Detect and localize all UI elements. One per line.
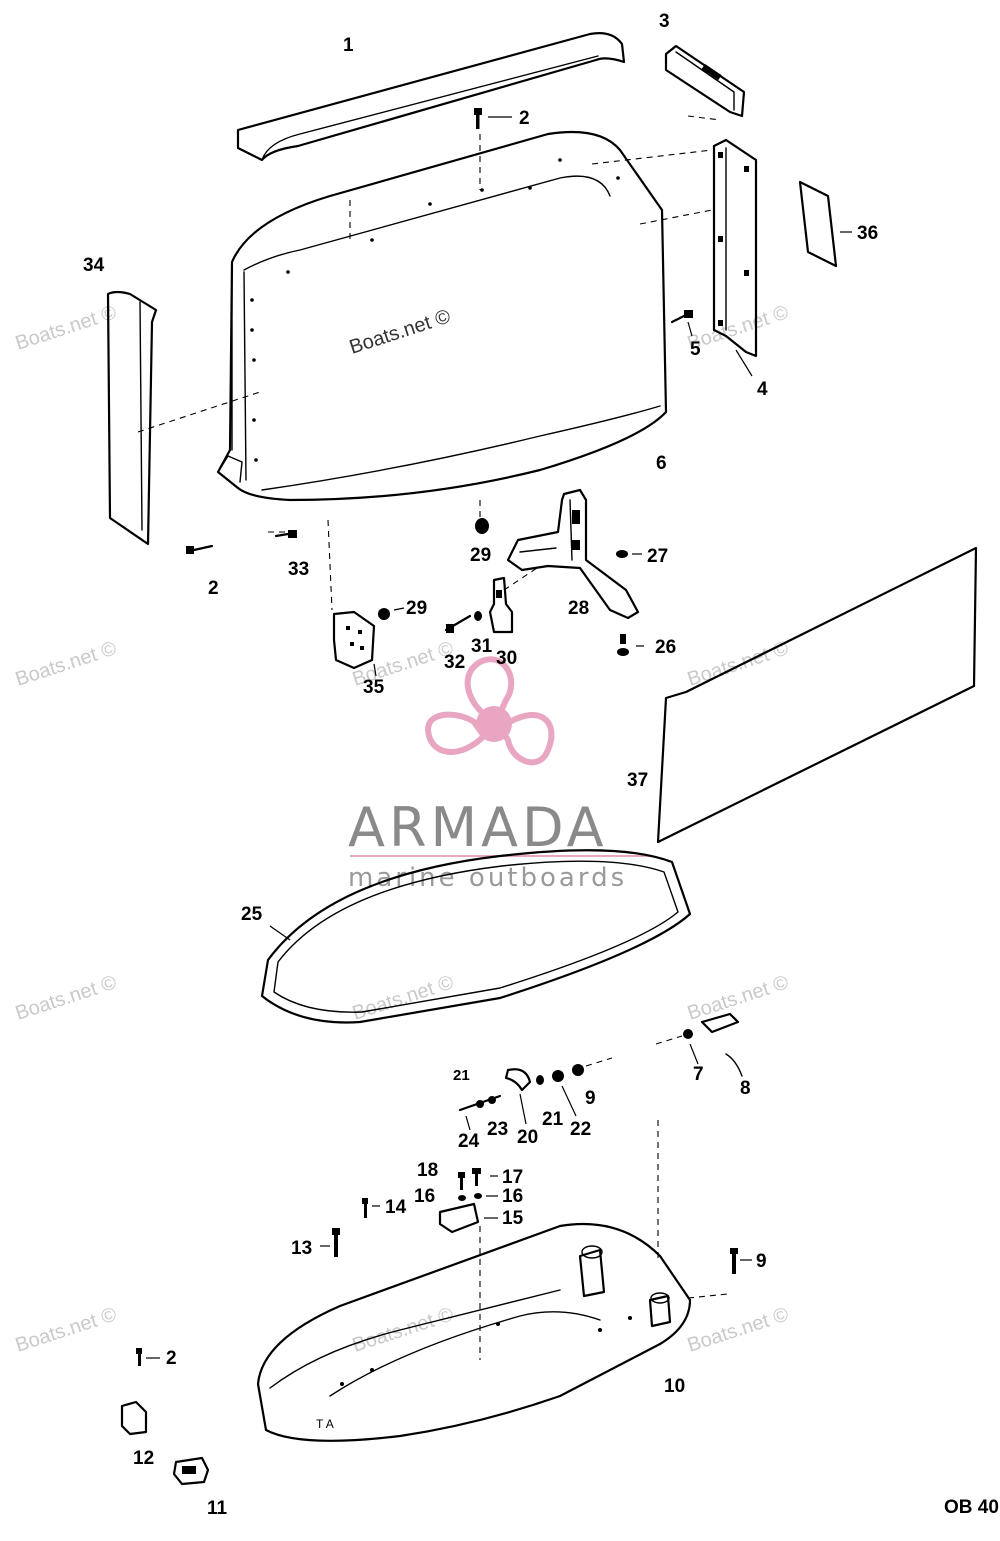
part-5-screw [670,310,693,324]
callout-21: 21 [453,1067,470,1084]
watermark-text: Boats.net © [685,1303,792,1356]
part-1-top-trim [236,32,626,162]
part-31-washer [474,611,482,621]
brand-name: ARMADA [348,796,608,859]
callout-34: 34 [83,255,105,276]
part-37-panel [656,546,978,844]
callout-labels: 1 2 3 36 34 5 4 6 29 27 2 33 28 29 26 31… [83,11,999,1519]
part-29-grommet-left [378,607,405,620]
part-14-screw [362,1198,368,1218]
callout-13: 13 [291,1238,312,1259]
part-6-upper-cowl [216,130,668,502]
callout-2: 2 [166,1348,177,1369]
watermark-text: Boats.net © [13,971,120,1024]
diagram-code: OB 40 [944,1497,999,1518]
part-35-mount-plate [332,610,377,677]
part-30-latch-hook [488,565,541,634]
callout-5: 5 [690,339,701,360]
callout-25: 25 [241,904,263,925]
callout-14: 14 [385,1197,407,1218]
part-16-washers [458,1193,482,1201]
callout-10: 10 [664,1376,685,1397]
part-11-clip [172,1456,210,1486]
callout-29: 29 [406,598,427,619]
part-24-bolt [458,1094,502,1131]
watermark-text: Boats.net © [685,971,792,1024]
part-8-latch-pin [655,1012,743,1077]
callout-3: 3 [659,11,670,32]
part-2-screw-bottom [136,1348,160,1366]
callout-8: 8 [740,1078,751,1099]
part-18-screw [458,1172,465,1190]
part-2-screw-top [474,108,512,129]
callout-28: 28 [568,598,589,619]
part-21-washer-right [536,1075,544,1085]
callout-29: 29 [470,545,491,566]
part-12-clip [120,1400,148,1436]
callout-6: 6 [656,453,667,474]
callout-4: 4 [757,379,768,400]
callout-20: 20 [517,1127,538,1148]
part-10-lower-cowl: T A [256,1120,729,1442]
callout-31: 31 [471,636,493,657]
part-17-screw [472,1168,481,1186]
callout-17: 17 [502,1167,523,1188]
callout-leaders [320,321,753,1261]
part-20-latch-lever [504,1068,532,1125]
callout-36: 36 [857,223,878,244]
callout-21: 21 [542,1109,564,1130]
part-33-screw [274,530,297,538]
callout-12: 12 [133,1448,154,1469]
watermark-text: Boats.net © [13,301,120,354]
callout-15: 15 [502,1208,524,1229]
part-32-bolt [444,614,472,633]
part-7-washer [683,1029,699,1065]
part-3-bracket [664,44,746,118]
callout-24: 24 [458,1131,480,1152]
callout-1: 1 [343,35,354,56]
callout-30: 30 [496,648,517,669]
callout-9: 9 [756,1251,767,1272]
part-9-screw-right [730,1248,738,1274]
callout-2: 2 [208,578,219,599]
assembly-guides-upper [137,115,721,611]
callout-26: 26 [655,637,676,658]
callout-16: 16 [414,1186,435,1207]
watermark-text: Boats.net © [13,1303,120,1356]
callout-18: 18 [417,1160,438,1181]
callout-27: 27 [647,546,668,567]
part-22-nut [552,1070,577,1117]
callout-37: 37 [627,770,648,791]
part-9-nut-top [572,1057,613,1076]
callout-9: 9 [585,1088,596,1109]
part-34-side-panel [106,290,158,546]
watermark-text: Boats.net © [350,1303,457,1356]
callout-16: 16 [502,1186,523,1207]
callout-33: 33 [288,559,309,580]
part-28-latch-bracket [506,488,640,620]
callout-23: 23 [487,1119,508,1140]
part-26-screw [617,634,644,656]
armada-logo: ARMADA marine outboards [348,656,652,893]
callout-7: 7 [693,1064,704,1085]
callout-35: 35 [363,677,385,698]
part-15-bracket [438,1202,480,1234]
callout-22: 22 [570,1119,591,1140]
part-27-grommet [616,550,642,558]
callout-32: 32 [444,652,465,673]
part-13-screw [332,1228,340,1257]
part-36-decal [798,180,852,268]
propeller-icon [425,656,555,766]
watermark-text: Boats.net © [347,305,454,358]
part-4-side-rail [712,138,758,358]
callout-11: 11 [207,1498,228,1519]
callout-2: 2 [519,108,530,129]
watermark-text: Boats.net © [13,637,120,690]
part-29-grommet-top [475,518,489,534]
part-25-seal [260,849,692,1024]
svg-text:T A: T A [316,1417,334,1431]
part-2-screw-left [186,544,214,554]
watermark-text: Boats.net © [685,637,792,690]
